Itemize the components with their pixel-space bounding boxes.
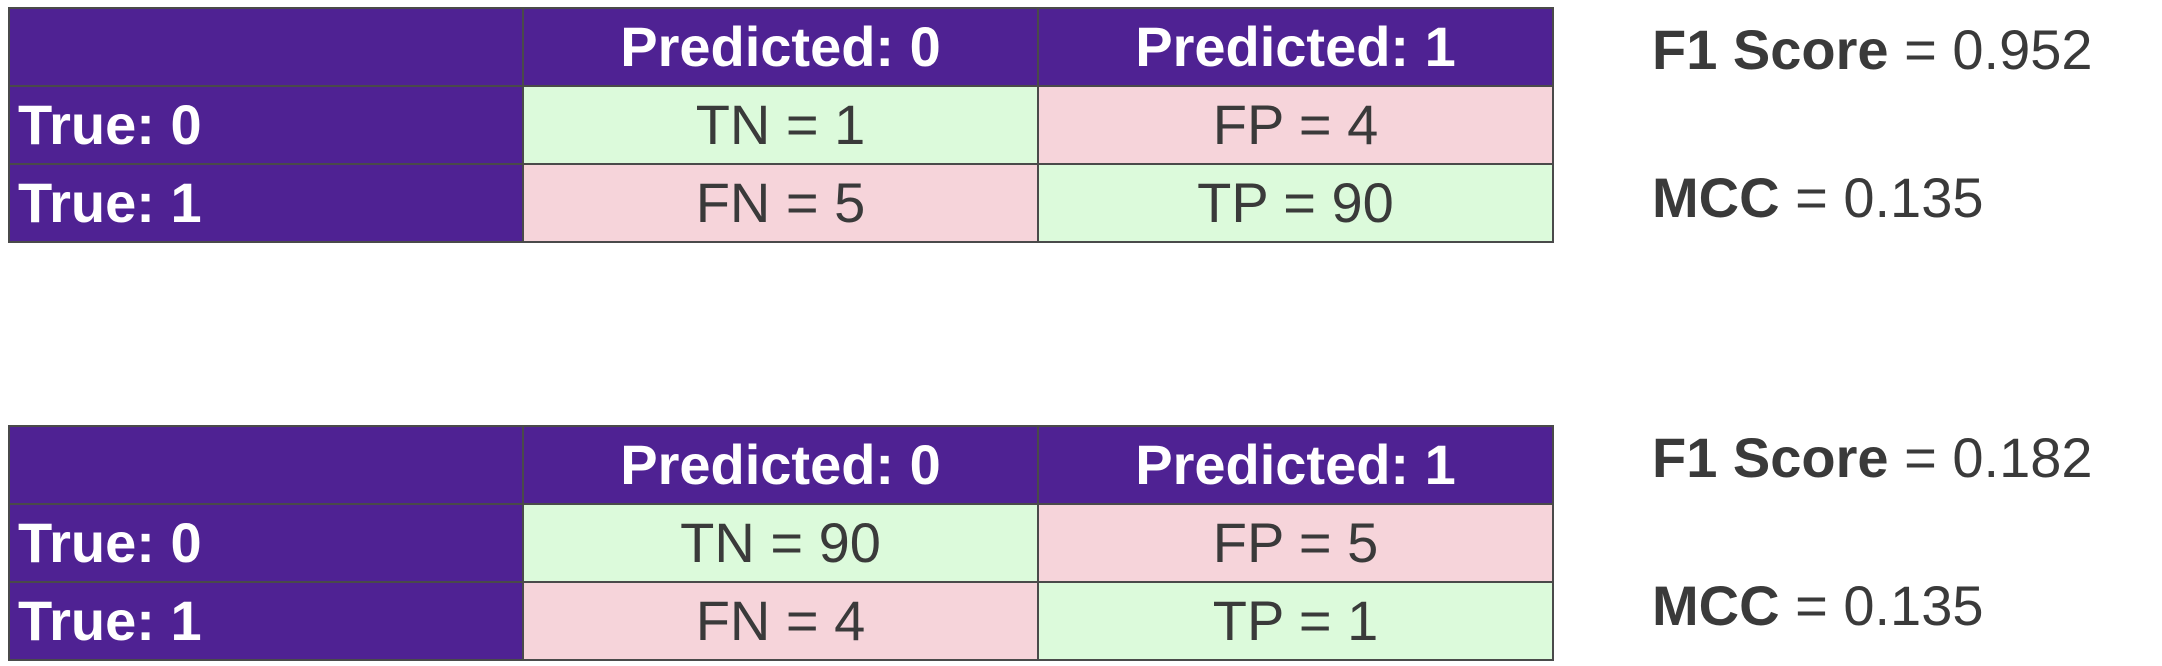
- cell-fp: FP = 5: [1037, 503, 1554, 583]
- col-header-predicted-0: Predicted: 0: [522, 7, 1039, 87]
- cell-tn: TN = 90: [522, 503, 1039, 583]
- f1-label: F1 Score: [1652, 18, 1889, 81]
- col-header-predicted-1: Predicted: 1: [1037, 425, 1554, 505]
- f1-value: = 0.952: [1904, 18, 2093, 81]
- confusion-matrix-2: Predicted: 0 Predicted: 1 True: 0 TN = 9…: [8, 425, 1554, 661]
- row-header-true-1: True: 1: [8, 163, 524, 243]
- matrix-row-true-1: True: 1 FN = 4 TP = 1: [8, 581, 1554, 661]
- cell-fn: FN = 5: [522, 163, 1039, 243]
- cell-fp: FP = 4: [1037, 85, 1554, 165]
- confusion-matrix-1: Predicted: 0 Predicted: 1 True: 0 TN = 1…: [8, 7, 1554, 243]
- corner-cell: [8, 7, 524, 87]
- matrix-header-row: Predicted: 0 Predicted: 1: [8, 425, 1554, 505]
- mcc-1: MCC = 0.135: [1652, 170, 1984, 226]
- cell-tp: TP = 90: [1037, 163, 1554, 243]
- f1-label: F1 Score: [1652, 426, 1889, 489]
- mcc-label: MCC: [1652, 574, 1780, 637]
- row-header-true-0: True: 0: [8, 85, 524, 165]
- f1-score-1: F1 Score = 0.952: [1652, 22, 2093, 78]
- cell-tp: TP = 1: [1037, 581, 1554, 661]
- matrix-row-true-0: True: 0 TN = 90 FP = 5: [8, 503, 1554, 583]
- mcc-value: = 0.135: [1795, 574, 1984, 637]
- mcc-label: MCC: [1652, 166, 1780, 229]
- f1-value: = 0.182: [1904, 426, 2093, 489]
- matrix-header-row: Predicted: 0 Predicted: 1: [8, 7, 1554, 87]
- mcc-2: MCC = 0.135: [1652, 578, 1984, 634]
- corner-cell: [8, 425, 524, 505]
- f1-score-2: F1 Score = 0.182: [1652, 430, 2093, 486]
- cell-fn: FN = 4: [522, 581, 1039, 661]
- mcc-value: = 0.135: [1795, 166, 1984, 229]
- row-header-true-0: True: 0: [8, 503, 524, 583]
- cell-tn: TN = 1: [522, 85, 1039, 165]
- col-header-predicted-0: Predicted: 0: [522, 425, 1039, 505]
- matrix-row-true-0: True: 0 TN = 1 FP = 4: [8, 85, 1554, 165]
- col-header-predicted-1: Predicted: 1: [1037, 7, 1554, 87]
- matrix-row-true-1: True: 1 FN = 5 TP = 90: [8, 163, 1554, 243]
- row-header-true-1: True: 1: [8, 581, 524, 661]
